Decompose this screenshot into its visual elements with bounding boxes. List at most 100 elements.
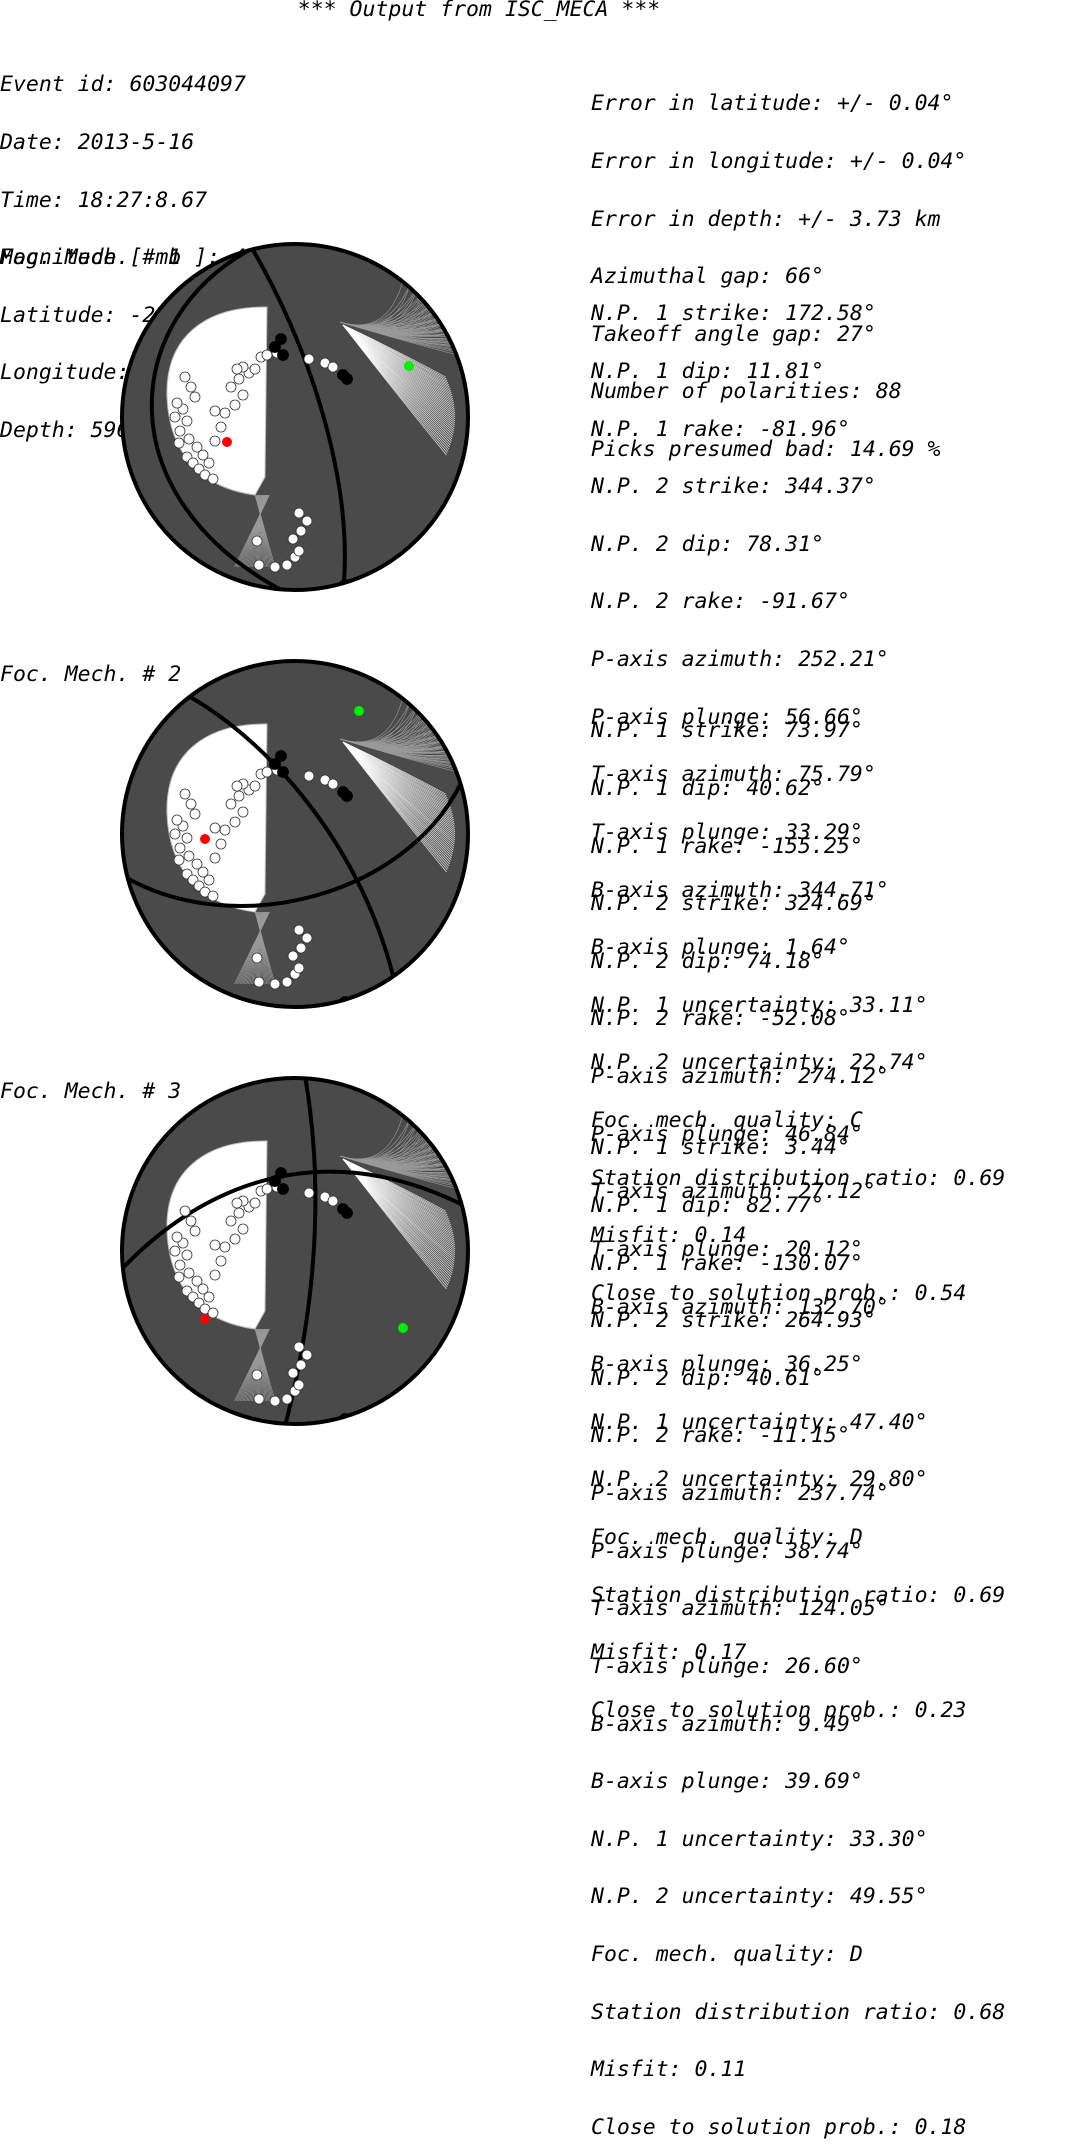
station-dilatation xyxy=(237,1223,249,1235)
station-dilatation xyxy=(233,373,245,385)
station-compression xyxy=(277,766,289,778)
beachball-2 xyxy=(120,659,470,1009)
param-line: N.P. 2 strike: 264.93° xyxy=(591,1308,876,1334)
station-compression xyxy=(341,1207,353,1219)
station-compression xyxy=(277,349,289,361)
sphere-outline xyxy=(120,242,470,592)
param-line: B-axis azimuth: 9.49° xyxy=(591,1711,863,1737)
station-dilatation xyxy=(303,1187,315,1199)
focal-sphere xyxy=(120,659,470,1009)
station-dilatation xyxy=(253,559,265,571)
station-dilatation xyxy=(249,1197,261,1209)
station-dilatation xyxy=(169,1245,181,1257)
uncertainty-line xyxy=(339,244,468,327)
nodal-plane-2 xyxy=(122,1169,466,1273)
station-dilatation xyxy=(173,1271,185,1283)
event-magnitude: Magnitude [ mb ]: 4.97 xyxy=(0,245,285,271)
param-line: Foc. mech. quality: D xyxy=(591,1941,863,1967)
nodal-plane-2 xyxy=(248,244,347,590)
focal-sphere xyxy=(120,1076,470,1426)
param-line: P-axis plunge: 46.84° xyxy=(591,1121,863,1147)
station-dilatation xyxy=(181,1249,193,1261)
station-dilatation xyxy=(173,854,185,866)
station-dilatation xyxy=(251,952,263,964)
sphere-outline xyxy=(120,659,470,1009)
station-dilatation xyxy=(327,1195,339,1207)
param-line: N.P. 1 rake: -130.07° xyxy=(591,1250,863,1276)
station-dilatation xyxy=(281,976,293,988)
event-date: Date: 2013-5-16 xyxy=(0,130,195,156)
p-axis-marker xyxy=(222,437,232,447)
station-compression xyxy=(275,1167,287,1179)
uncertainty-line xyxy=(339,661,468,744)
sphere-contents xyxy=(149,244,468,590)
station-dilatation xyxy=(287,950,299,962)
station-dilatation xyxy=(249,363,261,375)
param-line: N.P. 2 uncertainty: 49.55° xyxy=(591,1884,928,1910)
event-time: Time: 18:27:8.67 xyxy=(0,187,208,213)
station-dilatation xyxy=(197,1283,209,1295)
station-dilatation xyxy=(209,405,221,417)
station-compression xyxy=(277,1183,289,1195)
station-dilatation xyxy=(459,892,468,904)
param-line: B-axis plunge: 36.25° xyxy=(591,1352,863,1378)
station-dilatation xyxy=(293,507,305,519)
event-id: Event id: 603044097 xyxy=(0,72,246,98)
station-dilatation xyxy=(171,397,183,409)
param-line: Close to solution prob.: 0.18 xyxy=(591,2114,967,2140)
station-dilatation xyxy=(219,824,231,836)
nodal-plane-1 xyxy=(283,1078,318,1424)
station-dilatation xyxy=(233,790,245,802)
param-line: N.P. 2 rake: -52.08° xyxy=(591,1006,850,1032)
station-dilatation xyxy=(181,415,193,427)
station-compression xyxy=(341,790,353,802)
station-compression xyxy=(269,758,281,770)
param-line: N.P. 1 uncertainty: 33.11° xyxy=(591,992,928,1018)
station-dilatation xyxy=(269,1395,281,1407)
station-dilatation xyxy=(215,1255,227,1267)
param-line: Close to solution prob.: 0.54 xyxy=(591,1280,967,1306)
sphere-outline xyxy=(120,1076,470,1426)
station-dilatation xyxy=(219,407,231,419)
station-dilatation xyxy=(197,866,209,878)
station-dilatation xyxy=(185,1215,197,1227)
station-dilatation xyxy=(169,828,181,840)
page-title: *** Output from ISC_MECA *** xyxy=(297,0,661,22)
param-line: N.P. 1 strike: 73.97° xyxy=(591,718,863,744)
t-axis-marker xyxy=(404,361,414,371)
station-dilatation xyxy=(185,798,197,810)
station-dilatation xyxy=(293,962,305,974)
station-dilatation xyxy=(293,545,305,557)
station-dilatation xyxy=(231,1197,243,1209)
station-dilatation xyxy=(269,978,281,990)
station-dilatation xyxy=(301,1349,313,1361)
param-line: N.P. 1 uncertainty: 33.30° xyxy=(591,1826,928,1852)
station-dilatation xyxy=(209,822,221,834)
azimuthal-gap: Azimuthal gap: 66° xyxy=(591,264,824,290)
param-line: Misfit: 0.14 xyxy=(591,1223,747,1249)
station-dilatation xyxy=(203,874,215,886)
param-line: N.P. 2 uncertainty: 22.74° xyxy=(591,1050,928,1076)
station-compression xyxy=(275,333,287,345)
param-line: P-axis azimuth: 237.74° xyxy=(591,1481,889,1507)
station-dilatation xyxy=(301,515,313,527)
param-line: T-axis plunge: 33.29° xyxy=(591,819,863,845)
param-line: N.P. 1 dip: 40.62° xyxy=(591,776,824,802)
station-dilatation xyxy=(251,535,263,547)
uncertainty-line xyxy=(339,691,468,746)
station-dilatation xyxy=(261,349,273,361)
station-dilatation xyxy=(185,381,197,393)
uncertainty-line xyxy=(339,294,468,330)
param-line: N.P. 1 rake: -81.96° xyxy=(591,416,850,442)
param-line: N.P. 2 rake: -91.67° xyxy=(591,589,850,615)
param-line: B-axis azimuth: 344.71° xyxy=(591,877,889,903)
param-line: N.P. 2 strike: 344.37° xyxy=(591,474,876,500)
mech-3-params: N.P. 1 strike: 3.44° N.P. 1 dip: 82.77° … xyxy=(591,1100,1005,2156)
uncertainty-line xyxy=(339,255,468,328)
station-dilatation xyxy=(229,816,241,828)
param-line: T-axis plunge: 20.12° xyxy=(591,1236,863,1262)
station-dilatation xyxy=(261,1183,273,1195)
station-dilatation xyxy=(287,1367,299,1379)
station-dilatation xyxy=(191,441,203,453)
station-dilatation xyxy=(295,1359,307,1371)
